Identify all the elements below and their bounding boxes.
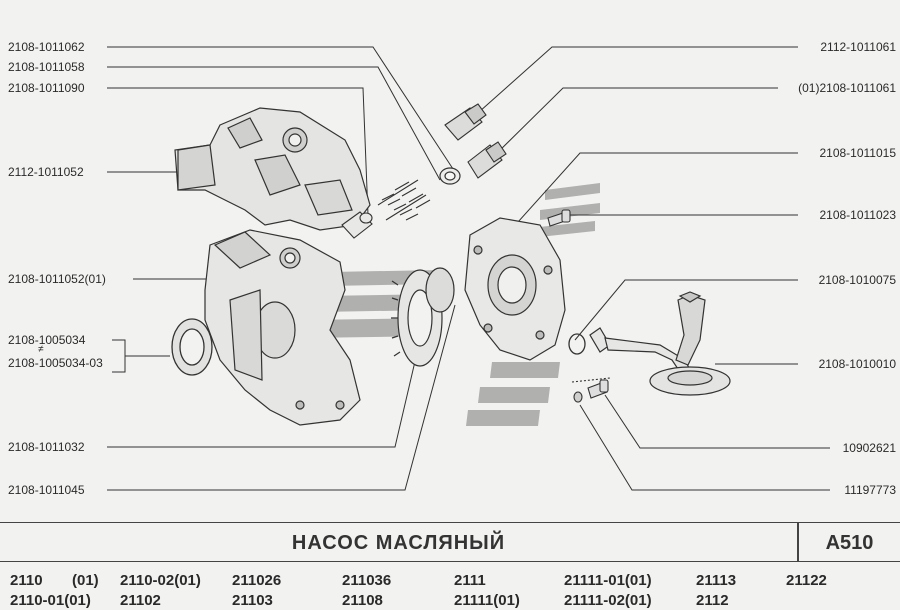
model-item: 21111(01) xyxy=(454,592,520,609)
model-item: 21111-02(01) xyxy=(564,592,652,609)
oil-seal xyxy=(171,318,213,376)
upper-pump-cover xyxy=(174,107,371,231)
divider xyxy=(797,523,799,561)
part-label: 2108-1010010 xyxy=(818,357,896,371)
valve-plunger xyxy=(341,211,373,239)
model-item: 21103 xyxy=(232,592,273,609)
part-label: 2108-1011052(01) xyxy=(8,272,106,286)
page-code: А510 xyxy=(825,532,874,554)
title-bar: НАСОС МАСЛЯНЫЙ А510 xyxy=(0,522,900,562)
model-item: 211036 xyxy=(342,572,392,589)
oil-pickup-tube xyxy=(589,291,731,396)
part-label: 10902621 xyxy=(842,441,896,455)
part-label: 11197773 xyxy=(844,483,896,497)
model-item: 21122 xyxy=(786,572,827,589)
part-label: 2108-1011058 xyxy=(8,60,85,74)
part-label: 2112-1011061 xyxy=(820,40,896,54)
part-label: 2108-1011045 xyxy=(8,483,85,497)
part-label: 2108-1011032 xyxy=(8,440,85,454)
part-label: 2108-1011023 xyxy=(819,208,896,222)
exploded-diagram: 2108-1011062 2108-1011058 2108-1011090 2… xyxy=(8,40,896,497)
part-label: 2108-1010075 xyxy=(818,273,896,287)
part-label: 2112-1011052 xyxy=(8,165,84,179)
model-item: 211026 xyxy=(232,572,282,589)
pump-body xyxy=(464,217,566,361)
model-item: (01) xyxy=(72,572,99,589)
part-label: 2108-1005034 xyxy=(8,333,86,347)
model-item: 2112 xyxy=(696,592,729,609)
pump-bolt xyxy=(547,209,571,227)
drive-gear xyxy=(391,267,455,367)
alternative-mark: ≠ xyxy=(38,344,44,355)
pickup-bolt xyxy=(571,377,611,403)
washer xyxy=(439,167,461,185)
model-item: 21113 xyxy=(696,572,737,589)
part-label: 2108-1005034-03 xyxy=(8,356,103,370)
model-item: 2111 xyxy=(454,572,486,589)
model-item: 21108 xyxy=(342,592,383,609)
o-ring xyxy=(568,333,586,355)
page-title: НАСОС МАСЛЯНЫЙ xyxy=(291,532,506,554)
leader-lines xyxy=(107,46,830,491)
lower-pump-housing xyxy=(204,229,361,426)
model-item: 2110-01(01) xyxy=(10,592,91,609)
model-item: 2110 xyxy=(10,572,43,589)
model-item: 21111-01(01) xyxy=(564,572,652,589)
part-label: (01)2108-1011061 xyxy=(798,81,896,95)
part-label: 2108-1011090 xyxy=(8,81,85,95)
part-label: 2108-1011062 xyxy=(8,40,85,54)
diagram-drawing xyxy=(107,46,830,491)
model-item: 2110-02(01) xyxy=(120,572,201,589)
plug-bolts xyxy=(444,103,507,179)
relief-valve-spring xyxy=(377,179,431,221)
model-item: 21102 xyxy=(120,592,161,609)
part-label: 2108-1011015 xyxy=(819,146,896,160)
